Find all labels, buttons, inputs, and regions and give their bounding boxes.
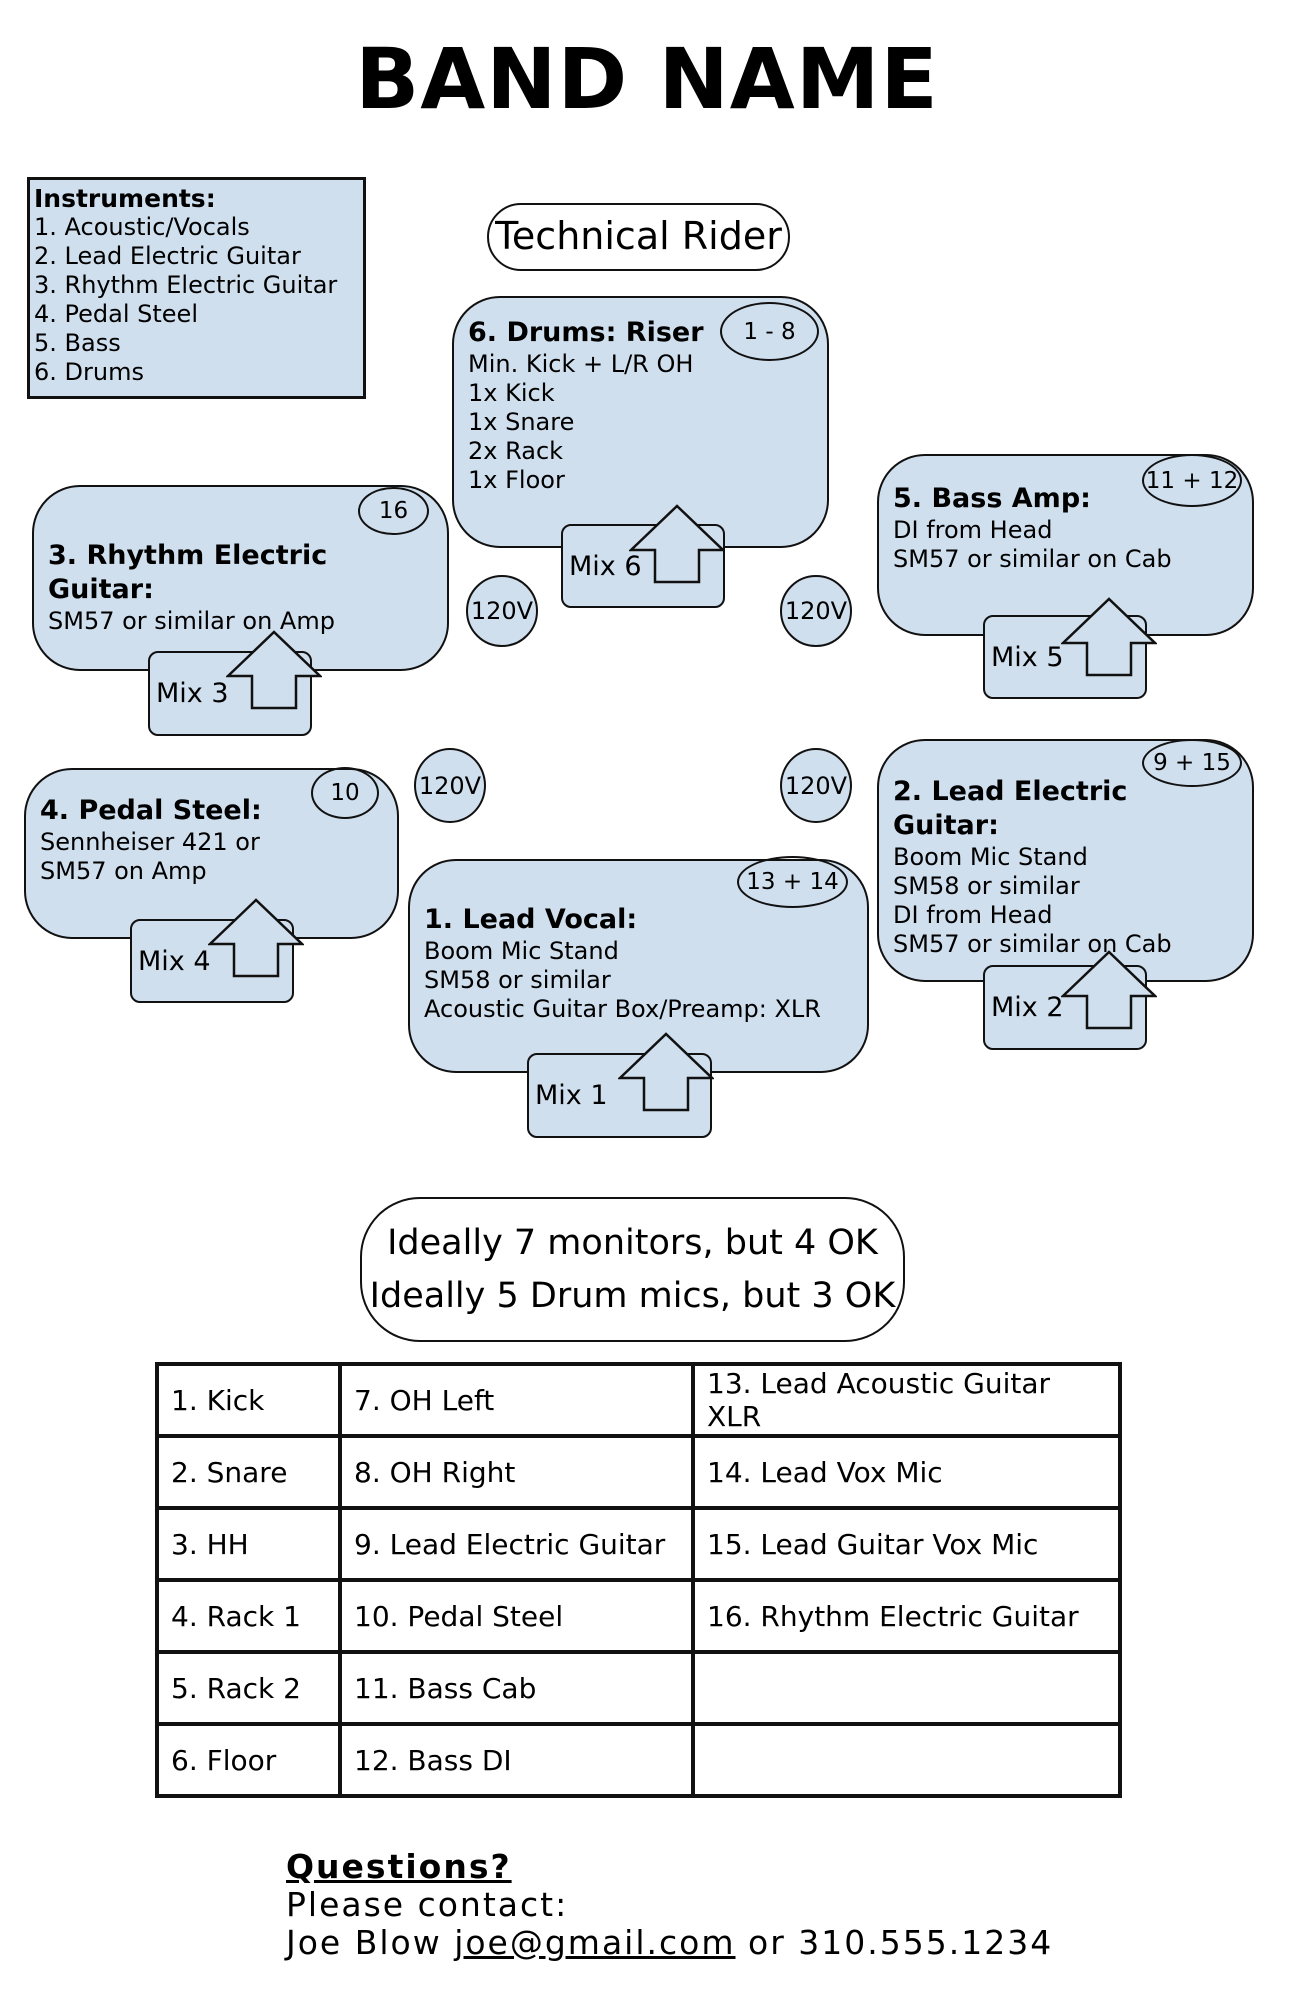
channel-badge: 9 + 15 <box>1142 739 1242 787</box>
table-cell: 10. Pedal Steel <box>338 1578 695 1654</box>
zone-line: SM57 or similar on Cab <box>893 930 1172 958</box>
monitor-notes: Ideally 7 monitors, but 4 OK Ideally 5 D… <box>360 1197 905 1342</box>
table-cell: 1. Kick <box>155 1362 342 1438</box>
questions-heading: Questions? <box>286 1847 512 1886</box>
zone-line: SM58 or similar <box>424 966 611 994</box>
table-cell: 16. Rhythm Electric Guitar <box>691 1578 1122 1654</box>
zone-line: DI from Head <box>893 516 1053 544</box>
zone-line: 1x Snare <box>468 408 575 436</box>
contact-or: or <box>748 1923 786 1962</box>
instruments-list: Instruments: 1. Acoustic/Vocals 2. Lead … <box>27 177 366 399</box>
mix-label: Mix 6 <box>569 550 642 582</box>
table-cell: 6. Floor <box>155 1722 342 1798</box>
table-cell <box>691 1650 1122 1726</box>
zone-line: DI from Head <box>893 901 1053 929</box>
lead-guitar-zone: 2. Lead Electric Guitar: Boom Mic Stand … <box>877 739 1254 982</box>
table-cell <box>691 1722 1122 1798</box>
power-outlet: 120V <box>466 575 538 647</box>
instrument-item: 1. Acoustic/Vocals <box>34 213 250 241</box>
zone-heading: 5. Bass Amp: <box>893 483 1091 514</box>
mix-label: Mix 3 <box>156 678 229 709</box>
instrument-item: 3. Rhythm Electric Guitar <box>34 271 338 299</box>
power-outlet: 120V <box>780 748 852 823</box>
channel-badge: 10 <box>311 767 379 819</box>
table-cell: 9. Lead Electric Guitar <box>338 1506 695 1582</box>
band-name-title: BAND NAME <box>355 30 939 128</box>
table-cell: 12. Bass DI <box>338 1722 695 1798</box>
arrow-up-icon <box>208 898 304 978</box>
instrument-item: 4. Pedal Steel <box>34 300 198 328</box>
mix-label: Mix 4 <box>138 945 211 977</box>
zone-line: 1x Kick <box>468 379 555 407</box>
contact-line: Joe Blow joe@gmail.com or 310.555.1234 <box>286 1924 1053 1962</box>
contact-name: Joe Blow <box>286 1923 442 1962</box>
zone-line: 2x Rack <box>468 437 564 465</box>
table-cell: 14. Lead Vox Mic <box>691 1434 1122 1510</box>
note-line: Ideally 5 Drum mics, but 3 OK <box>369 1276 896 1316</box>
channel-badge: 13 + 14 <box>737 856 848 908</box>
mix-label: Mix 2 <box>991 992 1064 1023</box>
zone-line: Boom Mic Stand <box>424 937 619 965</box>
arrow-up-icon <box>226 630 322 710</box>
mix-label: Mix 5 <box>991 641 1064 673</box>
instrument-item: 5. Bass <box>34 329 121 357</box>
instrument-item: 2. Lead Electric Guitar <box>34 242 301 270</box>
table-cell: 7. OH Left <box>338 1362 695 1438</box>
contact-section: Questions? Please contact: Joe Blow joe@… <box>286 1848 1053 1962</box>
instruments-heading: Instruments: <box>34 184 216 213</box>
zone-heading: 6. Drums: Riser <box>468 317 704 348</box>
arrow-up-icon <box>629 504 725 584</box>
instrument-item: 6. Drums <box>34 358 144 386</box>
table-cell: 2. Snare <box>155 1434 342 1510</box>
table-cell: 4. Rack 1 <box>155 1578 342 1654</box>
mix-label: Mix 1 <box>535 1080 608 1111</box>
zone-line: Min. Kick + L/R OH <box>468 350 694 378</box>
table-cell: 11. Bass Cab <box>338 1650 695 1726</box>
table-cell: 3. HH <box>155 1506 342 1582</box>
zone-line: SM57 or similar on Cab <box>893 545 1172 573</box>
zone-heading: 4. Pedal Steel: <box>40 795 262 826</box>
table-cell: 8. OH Right <box>338 1434 695 1510</box>
arrow-up-icon <box>618 1032 714 1112</box>
contact-phone: 310.555.1234 <box>798 1923 1054 1962</box>
table-cell: 15. Lead Guitar Vox Mic <box>691 1506 1122 1582</box>
zone-line: SM58 or similar <box>893 872 1080 900</box>
zone-line: Acoustic Guitar Box/Preamp: XLR <box>424 995 821 1023</box>
zone-heading: 2. Lead Electric Guitar: <box>893 776 1128 841</box>
contact-intro: Please contact: <box>286 1885 569 1924</box>
zone-line: SM57 or similar on Amp <box>48 607 335 635</box>
channel-badge: 11 + 12 <box>1142 454 1242 507</box>
arrow-up-icon <box>1061 950 1157 1030</box>
rhythm-guitar-zone: 3. Rhythm Electric Guitar: SM57 or simil… <box>32 485 449 671</box>
power-outlet: 120V <box>780 575 852 647</box>
technical-rider-label: Technical Rider <box>487 203 790 271</box>
zone-line: Sennheiser 421 or <box>40 828 260 856</box>
zone-line: 1x Floor <box>468 466 565 494</box>
arrow-up-icon <box>1061 597 1157 677</box>
zone-line: SM57 on Amp <box>40 857 207 885</box>
channel-badge: 1 - 8 <box>720 302 819 361</box>
table-cell: 5. Rack 2 <box>155 1650 342 1726</box>
power-outlet: 120V <box>414 748 486 823</box>
note-line: Ideally 7 monitors, but 4 OK <box>387 1223 878 1263</box>
contact-email-link[interactable]: joe@gmail.com <box>454 1923 736 1962</box>
channel-badge: 16 <box>358 487 429 535</box>
zone-line: Boom Mic Stand <box>893 843 1088 871</box>
zone-heading: 1. Lead Vocal: <box>424 904 638 935</box>
table-cell: 13. Lead Acoustic Guitar XLR <box>691 1362 1122 1438</box>
zone-heading: 3. Rhythm Electric Guitar: <box>48 540 328 605</box>
